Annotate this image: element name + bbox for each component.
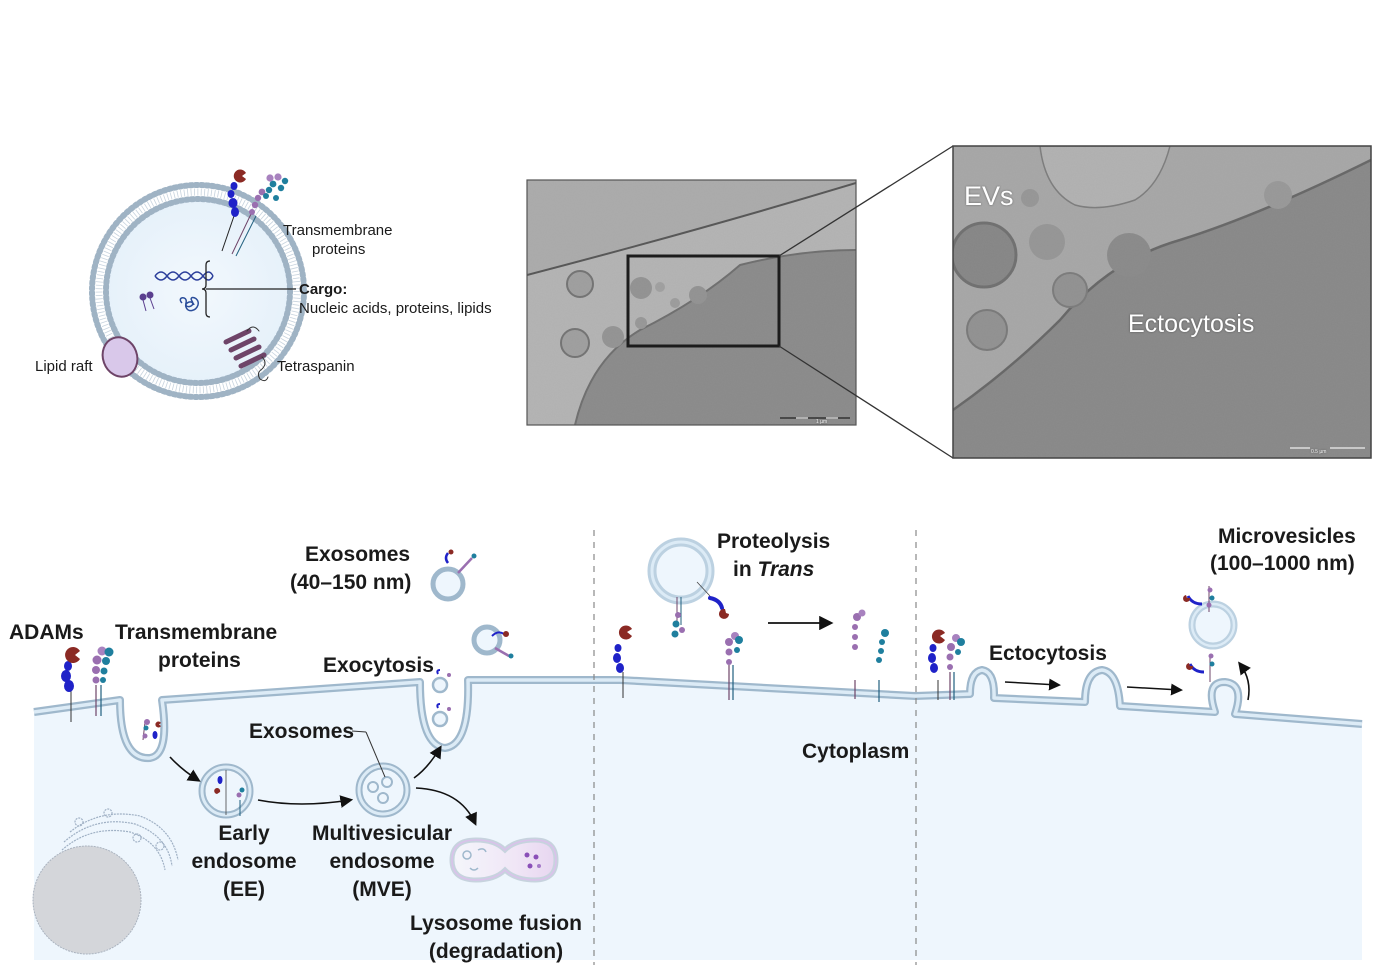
tetraspanin-icon — [223, 326, 269, 382]
microvesicles-label-2: (100–1000 nm) — [1210, 552, 1355, 575]
tem-micrograph-zoomed — [953, 146, 1371, 458]
zoom-connector-top — [778, 145, 954, 257]
adam-trans-membrane-icon — [613, 625, 632, 698]
golgi-icon — [61, 808, 179, 871]
ectocytosis-micrograph-label: Ectocytosis — [1128, 310, 1255, 338]
cytoplasm-label: Cytoplasm — [802, 740, 910, 763]
transmembrane-label-1: Transmembrane — [283, 222, 393, 239]
exosomes-inner-label: Exosomes — [249, 720, 355, 743]
microvesicle-icon — [1183, 586, 1238, 650]
mve-label-1: Multivesicular — [311, 822, 453, 845]
zoom-region-box — [626, 254, 781, 348]
transmembrane-ecto-icon — [946, 634, 965, 700]
trans-vesicle-icon — [647, 537, 729, 638]
adam-ecto-icon — [928, 629, 945, 700]
zoomed-frame — [952, 145, 1372, 459]
transmembrane-proteins-label-2: proteins — [158, 649, 241, 672]
arrow-microvesicle-release — [1238, 661, 1251, 701]
lipid-raft-icon — [101, 336, 139, 378]
overview-scale-label: 1 µm — [816, 419, 828, 425]
proteolysis-label-italic: Trans — [757, 558, 815, 581]
arrow-pit-to-ee — [169, 756, 201, 782]
nucleus-icon — [32, 845, 142, 955]
released-exosome-icon — [471, 624, 514, 659]
exocytosis-label: Exocytosis — [323, 654, 434, 677]
exosomes-pointer-line — [351, 730, 367, 733]
exosomes-size-label-1: Exosomes — [305, 543, 411, 566]
adam-protein-icon — [221, 169, 246, 252]
cargo-title: Cargo: — [299, 281, 348, 298]
cargo-description: Nucleic acids, proteins, lipids — [299, 300, 492, 317]
transmembrane-trans-icon — [725, 632, 743, 700]
lipid-icon — [139, 291, 155, 312]
exosome-size-icon — [430, 549, 477, 602]
exocytosing-exosomes-icon — [431, 669, 451, 728]
ectocytosis-label: Ectocytosis — [989, 642, 1107, 665]
mve-label-2: endosome — [329, 850, 435, 873]
lysosome-label-2: (degradation) — [428, 940, 564, 963]
proteolysis-label-2: in Trans — [733, 556, 814, 583]
transmembrane-proteins-label-1: Transmembrane — [115, 621, 278, 644]
evs-label: EVs — [964, 181, 1014, 211]
arrow-mve-to-lysosome — [415, 787, 477, 826]
multivesicular-endosome-icon — [355, 762, 411, 818]
lipid-raft-label: Lipid raft — [35, 358, 93, 375]
arrow-mve-to-exocytosis — [413, 745, 442, 779]
internalized-proteins-icon — [142, 719, 161, 741]
transmembrane-membrane-icon — [92, 646, 114, 716]
arrow-ecto-2 — [1126, 683, 1183, 696]
protein-coil-icon — [179, 296, 199, 312]
microvesicles-label-1: Microvesicles — [1218, 525, 1356, 548]
lysosome-fusion-icon — [449, 837, 559, 883]
transmembrane-label-2: proteins — [312, 241, 366, 258]
cleaved-proteins-icon — [852, 609, 889, 702]
zoom-connector-bottom — [778, 345, 954, 459]
mve-label-3: (MVE) — [352, 878, 412, 901]
zoomed-scale-label: 0.5 µm — [1311, 449, 1327, 455]
tetraspanin-label: Tetraspanin — [277, 358, 355, 375]
arrow-ee-to-mve — [257, 795, 354, 808]
proteolysis-label-prefix: in — [733, 558, 758, 581]
overview-frame — [526, 179, 857, 426]
ev-membrane — [89, 182, 307, 400]
dna-icon — [154, 271, 214, 281]
transmembrane-protein-icon — [231, 173, 289, 257]
cytoplasm-region — [34, 670, 1362, 960]
early-endosome-icon — [198, 763, 254, 819]
tem-micrograph-overview — [527, 180, 856, 425]
budding-proteins-icon — [1186, 653, 1215, 682]
exosomes-size-label-2: (40–150 nm) — [290, 571, 412, 594]
early-endosome-label-2: endosome — [191, 850, 297, 873]
lysosome-label-1: Lysosome fusion — [410, 912, 582, 935]
early-endosome-label-1: Early — [218, 822, 270, 845]
proteolysis-label-1: Proteolysis — [717, 530, 831, 553]
adam-membrane-icon — [61, 647, 80, 722]
cargo-bracket — [201, 260, 296, 318]
adams-label: ADAMs — [9, 621, 84, 644]
early-endosome-label-3: (EE) — [223, 878, 265, 901]
arrow-ecto-1 — [1004, 678, 1061, 691]
